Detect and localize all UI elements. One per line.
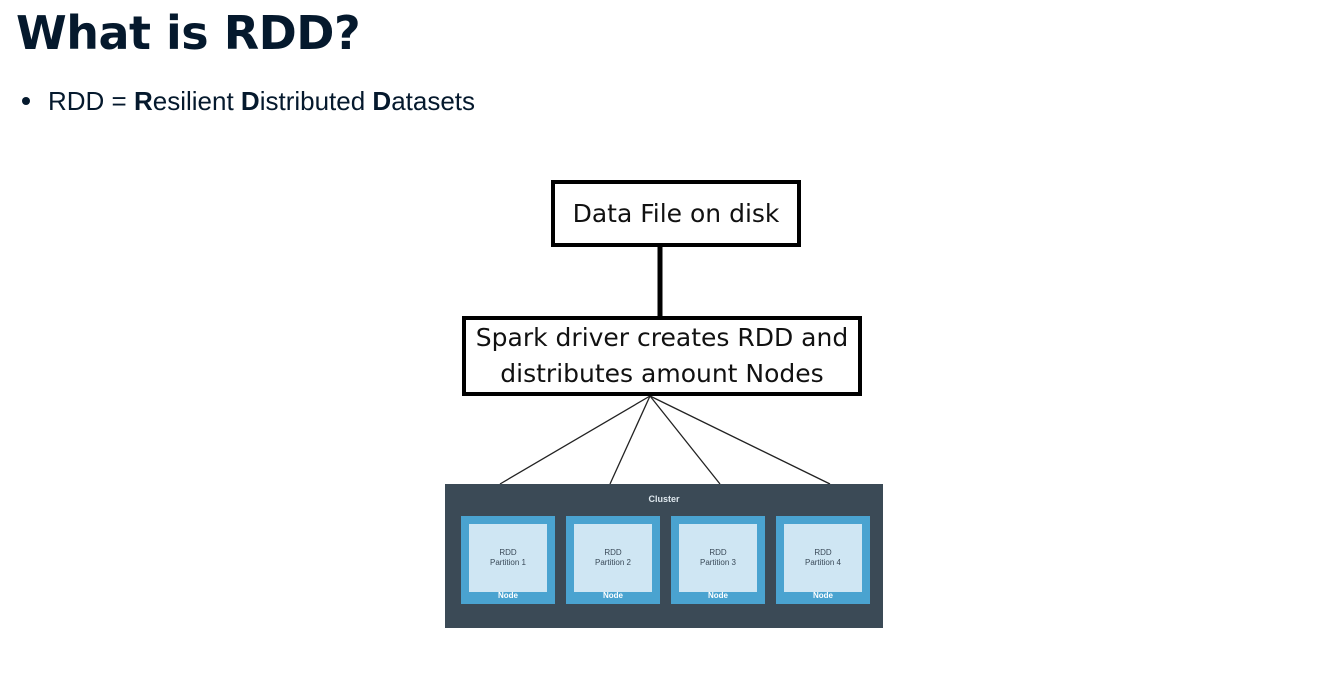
- partition-4-line-1: RDD: [814, 548, 832, 557]
- bullet-part-bold: D: [240, 86, 260, 116]
- spark-driver-line-2: distributes amount Nodes: [500, 359, 824, 388]
- bullet-text: RDD = Resilient Distributed Datasets: [48, 84, 475, 118]
- connector-driver-to-node-1: [499, 395, 651, 485]
- connector-driver-to-node-2: [609, 395, 651, 485]
- partition-1-line-1: RDD: [499, 548, 517, 557]
- node-3-label: Node: [708, 591, 728, 600]
- partition-3-line-2: Partition 3: [699, 558, 737, 567]
- bullet-dot: [22, 97, 30, 105]
- partition-2: RDD Partition 2: [574, 524, 652, 592]
- bullet-part-bold: D: [372, 86, 392, 116]
- bullet-part: RDD =: [48, 86, 134, 116]
- bullet-item: RDD = Resilient Distributed Datasets: [22, 84, 475, 118]
- node-4: RDD Partition 4 Node: [776, 516, 870, 604]
- node-1-label: Node: [498, 591, 518, 600]
- data-file-label: Data File on disk: [572, 199, 780, 228]
- node-2-label: Node: [603, 591, 623, 600]
- node-1: RDD Partition 1 Node: [461, 516, 555, 604]
- cluster-panel: Cluster RDD Partition 1 Node RDD Partiti…: [445, 484, 883, 628]
- node-3: RDD Partition 3 Node: [671, 516, 765, 604]
- partition-4-line-2: Partition 4: [804, 558, 842, 567]
- slide-title: What is RDD?: [16, 6, 361, 60]
- connector-driver-to-node-4: [649, 395, 831, 485]
- bullet-part: atasets: [391, 86, 476, 116]
- partition-1: RDD Partition 1: [469, 524, 547, 592]
- partition-4: RDD Partition 4: [784, 524, 862, 592]
- partition-2-line-2: Partition 2: [594, 558, 632, 567]
- partition-3-line-1: RDD: [709, 548, 727, 557]
- bullet-list: RDD = Resilient Distributed Datasets: [22, 84, 475, 118]
- spark-driver-line-1: Spark driver creates RDD and: [475, 323, 849, 352]
- node-2: RDD Partition 2 Node: [566, 516, 660, 604]
- partition-2-line-1: RDD: [604, 548, 622, 557]
- node-4-label: Node: [813, 591, 833, 600]
- partition-1-line-2: Partition 1: [489, 558, 527, 567]
- bullet-part: istributed: [259, 86, 373, 116]
- spark-driver-box: Spark driver creates RDD and distributes…: [462, 316, 862, 396]
- bullet-part: esilient: [152, 86, 241, 116]
- partition-3: RDD Partition 3: [679, 524, 757, 592]
- bullet-part-bold: R: [133, 86, 153, 116]
- data-file-box: Data File on disk: [551, 180, 801, 247]
- connector-driver-to-node-3: [649, 395, 721, 485]
- cluster-label: Cluster: [648, 494, 680, 504]
